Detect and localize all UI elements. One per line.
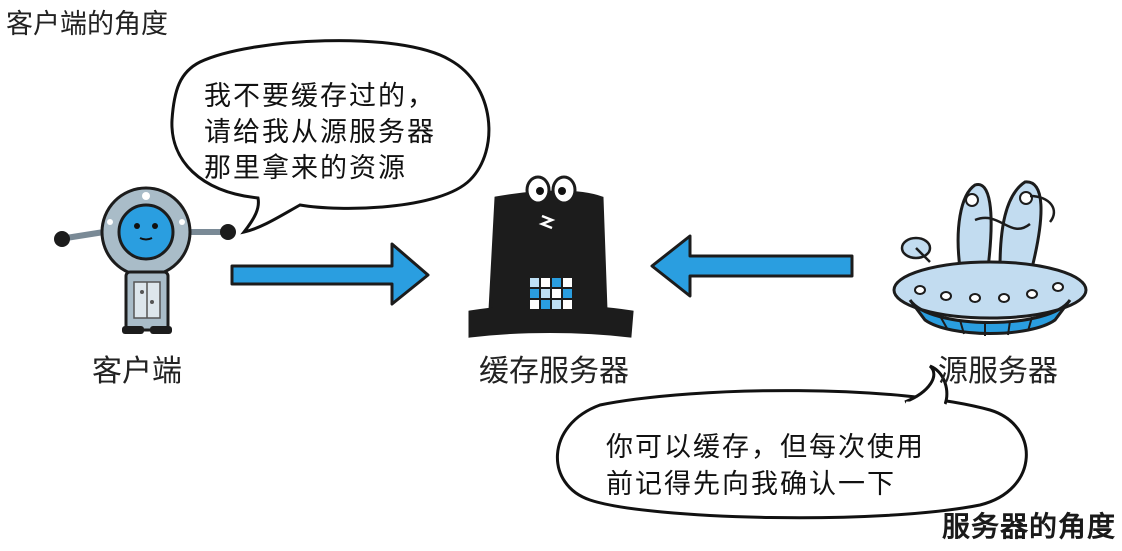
origin-speech-bubble	[555, 364, 1028, 520]
origin-speech-line: 你可以缓存，但每次使用	[606, 432, 925, 463]
client-speech-line: 请给我从源服务器	[204, 117, 436, 148]
client-label: 客户端	[92, 354, 182, 389]
origin-server-label: 源服务器	[938, 354, 1058, 389]
ufo-icon	[892, 180, 1088, 336]
top-hat-icon	[468, 175, 634, 338]
watermark-text: 服务器的角度	[941, 510, 1116, 543]
cache-server-label: 缓存服务器	[479, 354, 629, 389]
page-title: 客户端的角度	[6, 9, 168, 40]
origin-speech-line: 前记得先向我确认一下	[606, 469, 896, 500]
arrow-to-cache	[230, 242, 430, 306]
client-speech-bubble	[170, 39, 491, 235]
arrow-from-origin	[650, 234, 854, 298]
hat-grid	[530, 278, 572, 309]
client-speech-line: 那里拿来的资源	[204, 153, 407, 184]
client-speech-line: 我不要缓存过的，	[204, 81, 436, 112]
robot-icon	[54, 186, 236, 334]
